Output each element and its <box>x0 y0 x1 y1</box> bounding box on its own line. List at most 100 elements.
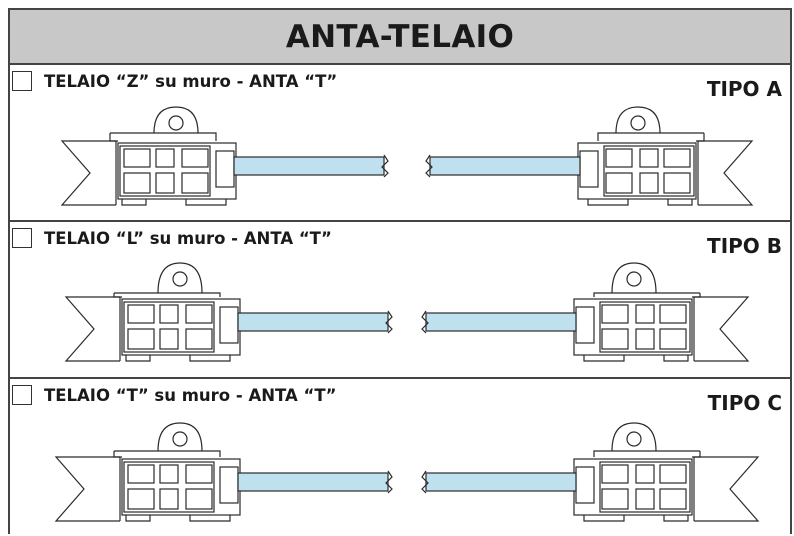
option-checkbox-b[interactable] <box>12 228 32 248</box>
frame-foot <box>667 199 693 206</box>
profile-inner-wall <box>119 145 211 197</box>
tipo-label-b: TIPO B <box>707 234 782 258</box>
profile-chamber <box>639 148 659 168</box>
frame-lip <box>109 133 118 142</box>
frame-foot <box>663 515 689 522</box>
break-mark <box>421 470 429 494</box>
profile-chamber <box>181 172 209 194</box>
frame-foot <box>583 515 625 522</box>
handle-pin <box>626 271 642 287</box>
page-frame: ANTA-TELAIO TELAIO “Z” su muro - ANTA “T… <box>8 8 792 534</box>
profile-assembly <box>64 262 393 362</box>
profile-chamber <box>185 464 213 484</box>
profile-chamber <box>127 488 155 510</box>
profile-chamber <box>159 488 179 510</box>
profile-inner-wall <box>599 461 691 513</box>
profile-assembly <box>425 106 754 206</box>
tipo-label-c: TIPO C <box>707 391 782 415</box>
profile-chamber <box>635 304 655 324</box>
frame-lip <box>692 451 701 458</box>
frame-foot <box>125 355 151 362</box>
option-label-c: TELAIO “T” su muro - ANTA “T” <box>44 385 337 405</box>
glazing-bead <box>579 150 599 188</box>
section-drawing-b <box>64 262 750 362</box>
profile-chamber <box>155 148 175 168</box>
profile-chamber <box>127 304 155 324</box>
frame-foot <box>189 355 231 362</box>
frame-foot <box>663 355 689 362</box>
glass-pane <box>425 312 577 332</box>
wall-outline <box>64 296 120 362</box>
profile-assembly <box>54 422 393 522</box>
option-row-b[interactable]: TELAIO “L” su muro - ANTA “T” <box>10 228 332 248</box>
break-mark <box>425 154 433 178</box>
profile-chamber <box>663 172 691 194</box>
profile-chamber <box>185 488 213 510</box>
option-checkbox-c[interactable] <box>12 385 32 405</box>
handle-bump <box>611 422 657 452</box>
wall-outline <box>698 140 754 206</box>
wall-outline <box>694 456 760 522</box>
profile-chamber <box>635 464 655 484</box>
profile-chamber <box>635 488 655 510</box>
profile-chamber <box>159 464 179 484</box>
profile-chamber <box>127 328 155 350</box>
handle-pin <box>168 115 184 131</box>
frame-foot <box>587 199 629 206</box>
option-row-a[interactable]: TELAIO “Z” su muro - ANTA “T” <box>10 71 337 91</box>
option-row-c[interactable]: TELAIO “T” su muro - ANTA “T” <box>10 385 336 405</box>
glazing-bead <box>219 466 239 504</box>
frame-profile-drawing <box>54 422 760 522</box>
handle-bump <box>153 106 199 134</box>
profile-chamber <box>123 172 151 194</box>
handle-bump <box>611 262 657 294</box>
glass-pane <box>429 156 581 176</box>
profile-chamber <box>659 464 687 484</box>
break-mark <box>385 470 393 494</box>
frame-lip <box>114 450 221 457</box>
profile-chamber <box>601 328 629 350</box>
frame-lip <box>114 292 221 297</box>
profile-chamber <box>639 172 659 194</box>
handle-pin <box>172 431 188 447</box>
profile-chamber <box>159 328 179 350</box>
wall-outline <box>54 456 120 522</box>
glazing-bead <box>215 150 235 188</box>
frame-lip <box>110 132 217 141</box>
break-mark <box>421 310 429 334</box>
glass-pane <box>237 472 389 492</box>
profile-inner-wall <box>123 461 215 513</box>
profile-chamber <box>663 148 691 168</box>
profile-chamber <box>659 304 687 324</box>
profile-assembly <box>421 262 750 362</box>
break-mark <box>385 310 393 334</box>
handle-bump <box>615 106 661 134</box>
handle-pin <box>172 271 188 287</box>
profile-chamber <box>181 148 209 168</box>
frame-foot <box>583 355 625 362</box>
profile-chamber <box>123 148 151 168</box>
frame-lip <box>113 451 122 458</box>
frame-foot <box>189 515 231 522</box>
wall-outline <box>60 140 116 206</box>
option-checkbox-a[interactable] <box>12 71 32 91</box>
profile-chamber <box>155 172 175 194</box>
profile-chamber <box>601 488 629 510</box>
glazing-bead <box>219 306 239 344</box>
header-bar: ANTA-TELAIO <box>10 10 790 65</box>
profile-chamber <box>659 488 687 510</box>
glazing-bead <box>575 466 595 504</box>
profile-chamber <box>185 328 213 350</box>
profile-chamber <box>659 328 687 350</box>
handle-bump <box>157 262 203 294</box>
handle-pin <box>630 115 646 131</box>
page-title: ANTA-TELAIO <box>285 18 515 55</box>
glazing-bead <box>575 306 595 344</box>
tipo-label-a: TIPO A <box>706 77 782 101</box>
profile-chamber <box>601 464 629 484</box>
frame-lip <box>593 292 700 297</box>
option-label-a: TELAIO “Z” su muro - ANTA “T” <box>44 71 338 91</box>
frame-foot <box>125 515 151 522</box>
profile-assembly <box>60 106 389 206</box>
frame-lip <box>692 293 701 298</box>
